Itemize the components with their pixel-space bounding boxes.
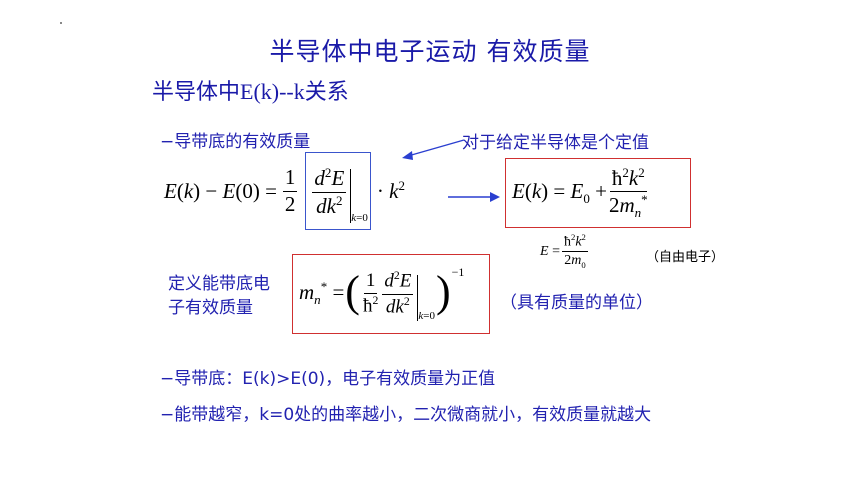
bullet-positive-mass: −导带底：E(k)>E(0)，电子有效质量为正值 [160,369,496,389]
definition-label-line2: 子有效质量 [168,298,253,318]
subtitle-cn: 半导体中 [152,80,241,105]
free-electron-note: （自由电子） [646,250,725,265]
mass-unit-note: （具有质量的单位） [500,293,653,313]
subtitle-formula: E(k)--k [240,79,305,104]
bullet-band-width: −能带越窄，k=0处的曲率越小，二次微商就小，有效质量就越大 [160,405,652,425]
page-title: 半导体中电子运动 有效质量 [269,37,591,66]
definition-label: 定义能带底电 子有效质量 [168,272,270,320]
definition-label-line1: 定义能带底电 [168,274,270,294]
subtitle-cn2: 关系 [304,80,349,105]
right-arrow-icon [448,192,500,202]
subtitle: 半导体中E(k)--k关系 [152,74,349,106]
section-label-effective-mass: −导带底的有效质量 [160,132,311,152]
decorative-dot [60,22,62,24]
annotation-constant: 对于给定半导体是个定值 [462,133,649,153]
annotation-arrow [402,139,465,160]
